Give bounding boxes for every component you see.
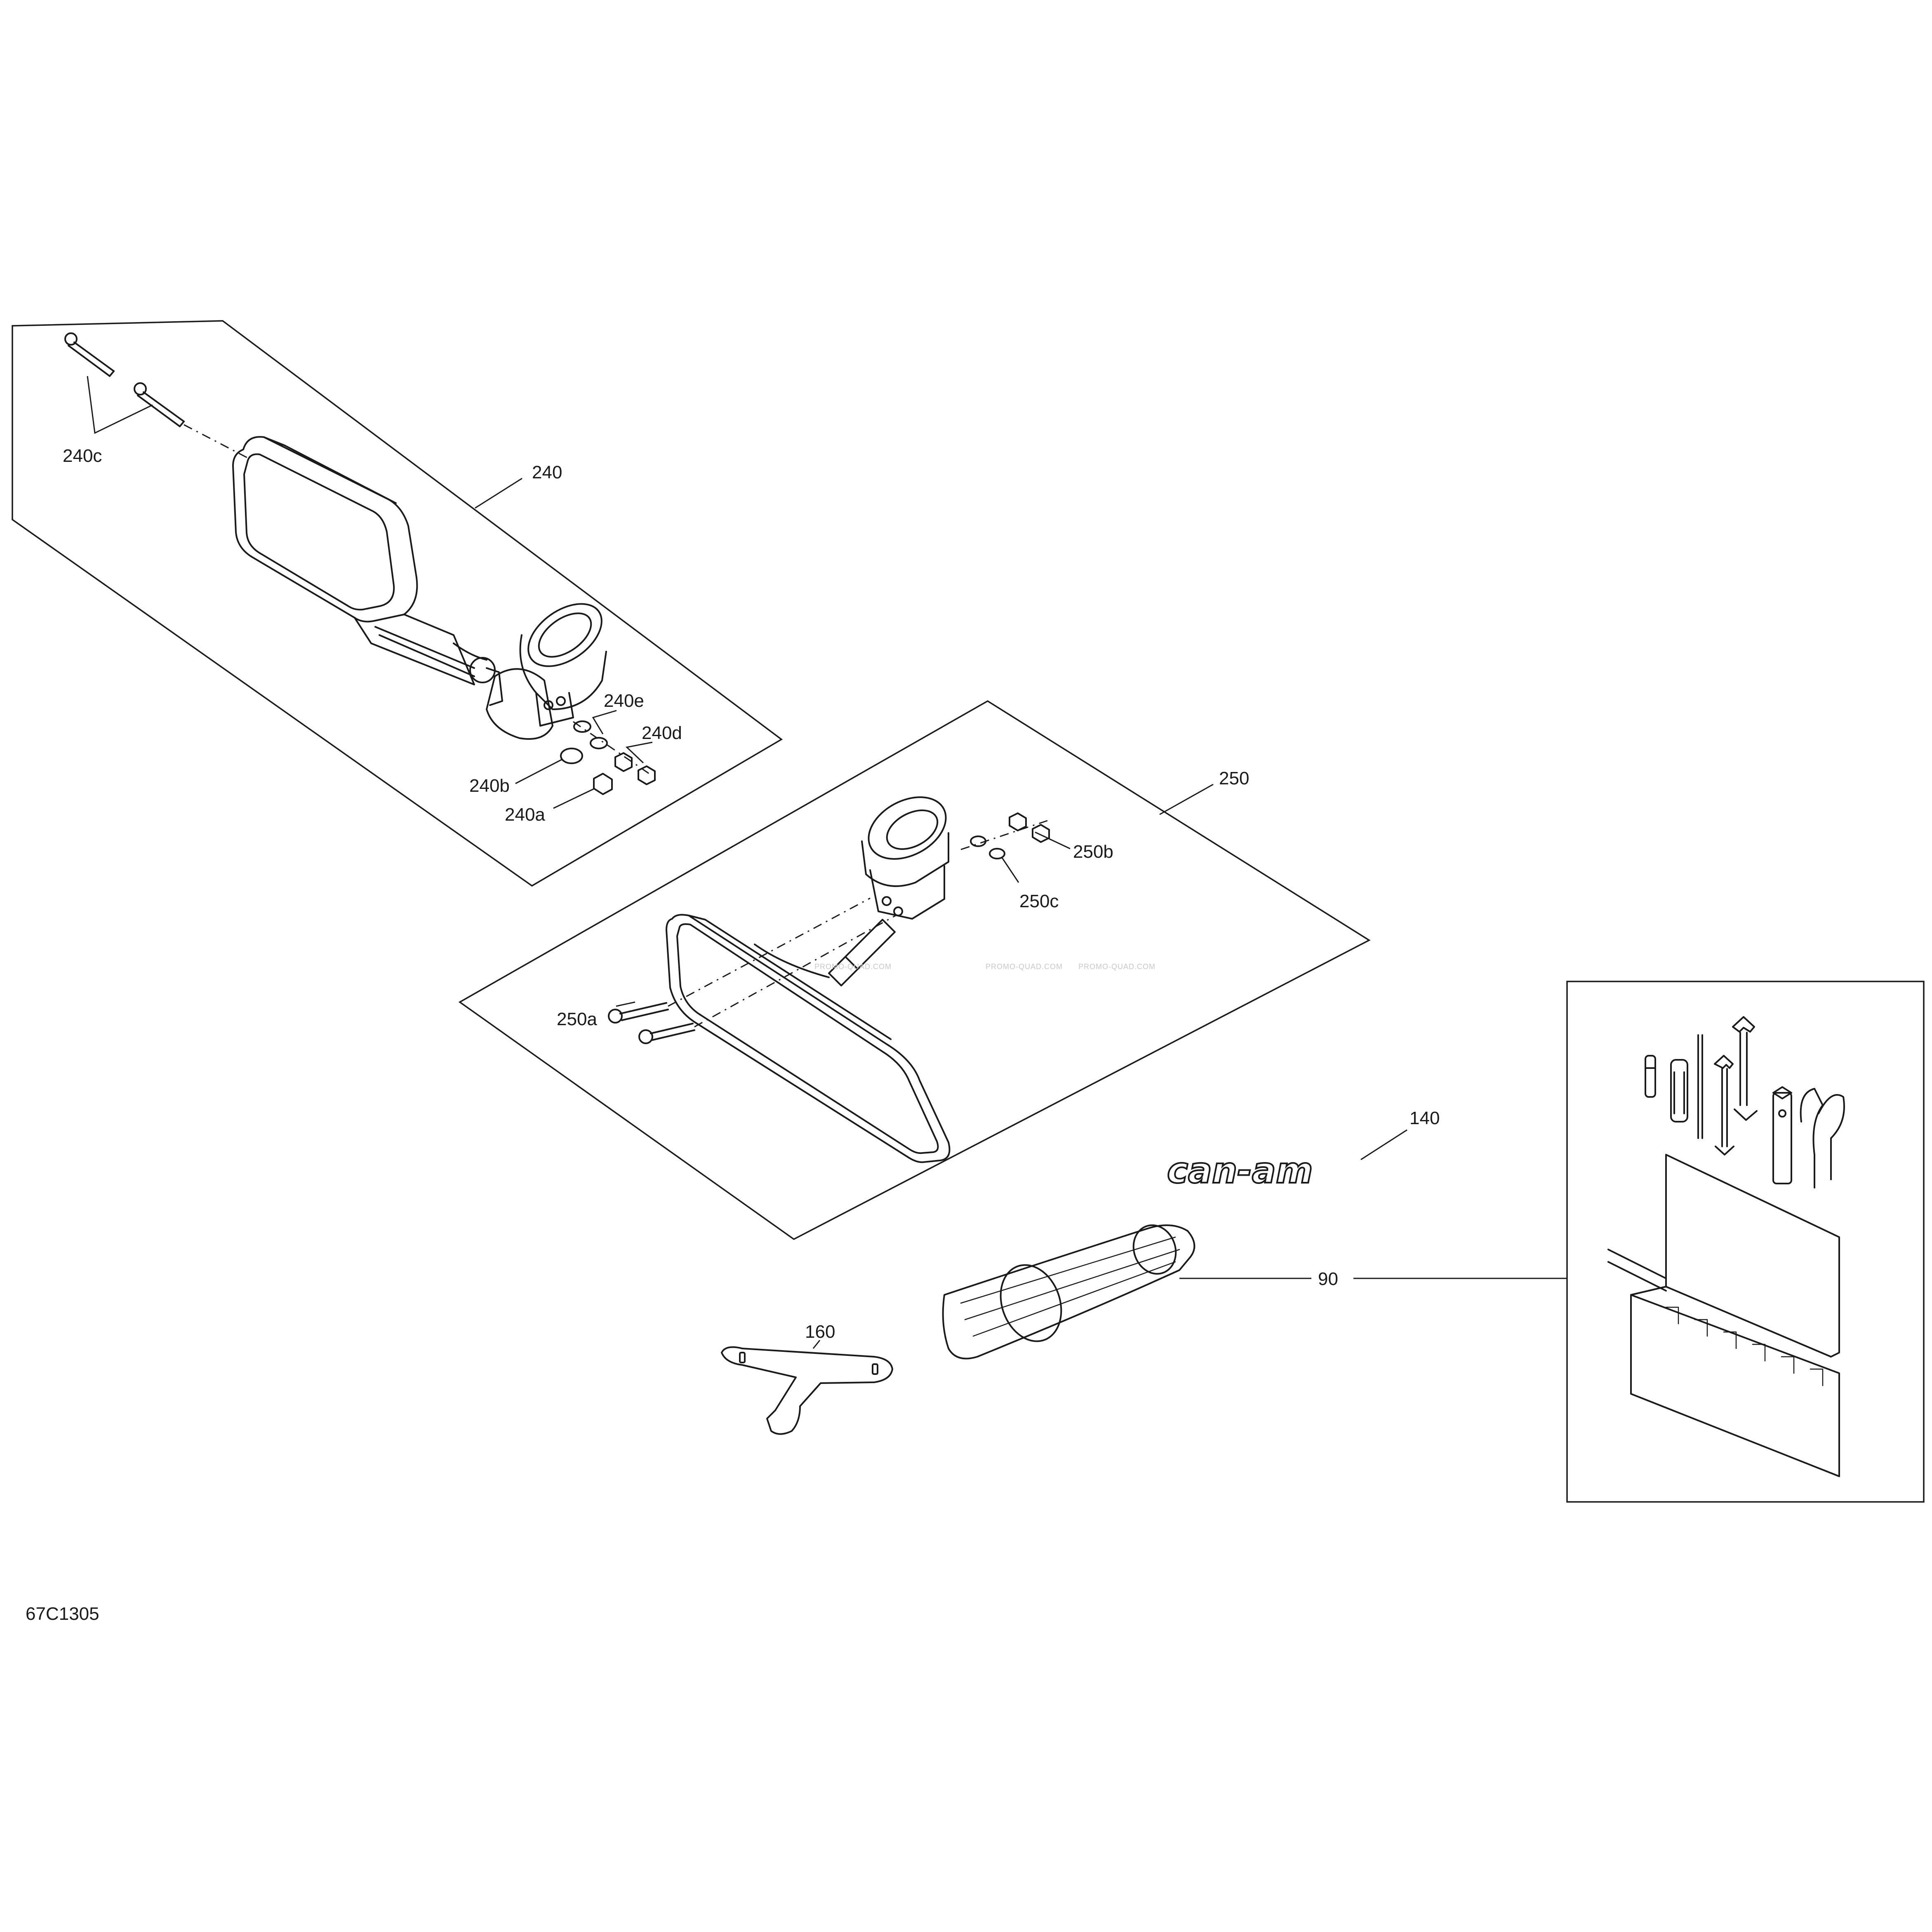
washer-240e-b	[590, 737, 608, 749]
callout-240e: 240e	[604, 691, 644, 711]
spanner-tool	[721, 1346, 893, 1435]
toolkit-frame	[1566, 981, 1925, 1503]
tool-spark-plug-wrench	[1772, 1086, 1792, 1184]
nut-250b-a	[1009, 812, 1027, 831]
callout-160: 160	[805, 1322, 835, 1342]
axis-line-250a-b	[694, 915, 896, 1028]
leader-250a	[616, 1001, 635, 1007]
leader-240d	[625, 741, 653, 764]
callout-240a: 240a	[505, 805, 545, 825]
side-mirror-housing	[232, 436, 503, 706]
bolt-240c-b	[134, 382, 185, 427]
panel-250-frame	[458, 700, 1371, 1240]
callout-240b: 240b	[469, 776, 510, 796]
leader-250	[1159, 784, 1214, 815]
callout-250b: 250b	[1073, 842, 1113, 862]
nut-240d-a	[614, 752, 633, 772]
leader-240a	[553, 788, 595, 809]
callout-90: 90	[1318, 1269, 1338, 1289]
decal-140: can-am 140	[1166, 1108, 1440, 1192]
rearview-mirror-clamp	[861, 796, 949, 920]
nut-240d-b	[638, 765, 656, 785]
washer-250c-a	[970, 835, 986, 847]
watermark-2: PROMO-QUAD.COM	[986, 962, 1063, 971]
callout-240c: 240c	[63, 446, 102, 466]
diagram-code: 67C1305	[26, 1604, 99, 1624]
panel-240-side-mirror: 240c	[12, 320, 783, 887]
leader-250b	[1035, 831, 1071, 850]
leader-240b	[515, 759, 562, 784]
side-mirror-clamp	[486, 603, 607, 740]
washer-250c-b	[989, 848, 1005, 859]
watermark-1: PROMO-QUAD.COM	[814, 962, 892, 971]
callout-240d: 240d	[642, 723, 682, 743]
tool-pouch-open	[1607, 1154, 1840, 1477]
toolkit-90: 90	[942, 981, 1925, 1503]
callout-240: 240	[532, 462, 562, 482]
axis-line-240	[573, 721, 652, 776]
callout-250a: 250a	[557, 1009, 597, 1029]
tool-screwdriver-handle	[1670, 1059, 1688, 1122]
callout-250: 250	[1219, 768, 1249, 788]
bolt-250a-a	[608, 1002, 669, 1024]
bolt-240c-a	[64, 332, 115, 377]
nut-240a	[593, 773, 613, 795]
axis-line-250a-a	[668, 897, 871, 1007]
washer-240b	[560, 748, 583, 764]
leader-240	[475, 478, 522, 509]
panel-240-frame	[12, 320, 783, 887]
axis-line-240c	[184, 424, 248, 459]
axis-line-250-top	[960, 820, 1048, 850]
can-am-decal-logo: can-am	[1167, 1150, 1313, 1191]
tool-wrench-large	[1732, 1016, 1758, 1121]
rearview-mirror-body	[666, 914, 951, 1163]
watermark-3: PROMO-QUAD.COM	[1078, 962, 1155, 971]
callout-140: 140	[1410, 1108, 1440, 1128]
leader-240c	[87, 376, 153, 434]
leader-240e	[592, 710, 617, 734]
leader-160	[812, 1340, 821, 1349]
leader-250c	[1001, 857, 1019, 883]
leader-140	[1360, 1129, 1407, 1160]
spanner-160: 160	[721, 1322, 893, 1435]
tool-wrench-small	[1714, 1055, 1734, 1155]
bolt-250a-b	[638, 1023, 695, 1044]
rearview-mirror-stem	[828, 919, 896, 986]
tool-socket-small	[1645, 1055, 1656, 1098]
panel-250-rearview-mirror: PROMO-QUAD.COM PROMO-QUAD.COM PROMO-QUAD…	[458, 700, 1371, 1240]
washer-240e-a	[573, 720, 591, 733]
tool-pouch-rolled	[942, 1224, 1195, 1360]
nut-250b-b	[1032, 824, 1050, 843]
callout-250c: 250c	[1019, 891, 1059, 911]
tool-screwdriver-shaft	[1697, 1034, 1703, 1139]
tool-pliers	[1800, 1088, 1845, 1188]
